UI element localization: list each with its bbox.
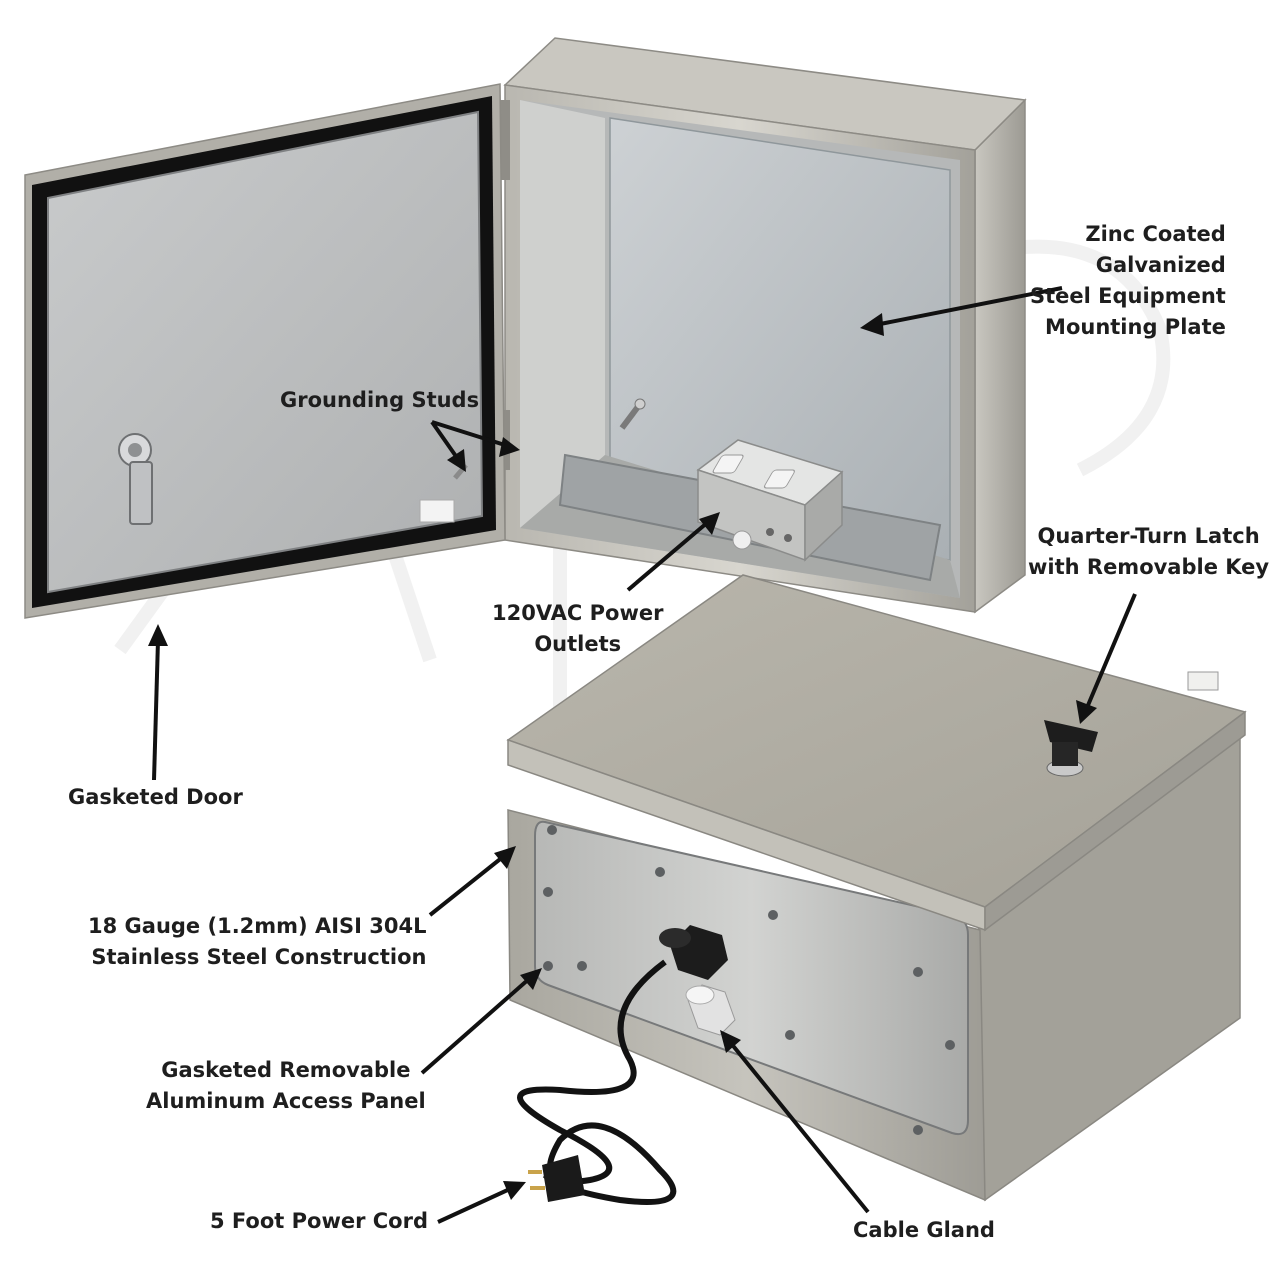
callout-arrows	[148, 286, 1137, 1224]
quarter-turn-key	[1044, 720, 1098, 777]
label-line: Outlets	[534, 632, 622, 656]
label-line: 18 Gauge (1.2mm) AISI 304L	[88, 914, 427, 938]
open-door	[24, 83, 506, 619]
access-panel	[534, 820, 969, 1136]
label-line: Quarter-Turn Latch	[1037, 524, 1260, 548]
label-grounding-studs: Grounding Studs	[280, 385, 479, 416]
label-line: Mounting Plate	[1045, 315, 1226, 339]
label-line: with Removable Key	[1028, 555, 1270, 579]
label-line: Cable Gland	[853, 1218, 995, 1242]
label-line: Stainless Steel Construction	[91, 945, 427, 969]
label-mounting-plate: Zinc Coated Galvanized Steel Equipment M…	[1030, 219, 1226, 343]
label-construction: 18 Gauge (1.2mm) AISI 304L Stainless Ste…	[88, 911, 426, 973]
label-line: 120VAC Power	[492, 601, 664, 625]
power-cord	[517, 959, 677, 1205]
grounding-stud-body	[619, 398, 646, 430]
label-line: Steel Equipment	[1030, 284, 1226, 308]
label-gasketed-door: Gasketed Door	[68, 782, 243, 813]
label-line: Gasketed Door	[68, 785, 243, 809]
open-enclosure	[498, 37, 1027, 683]
label-latch: Quarter-Turn Latch with Removable Key	[1028, 521, 1269, 583]
label-cable-gland: Cable Gland	[853, 1215, 995, 1246]
label-access-panel: Gasketed Removable Aluminum Access Panel	[146, 1055, 426, 1117]
cable-gland-black	[659, 925, 728, 980]
label-power-outlets: 120VAC Power Outlets	[492, 598, 663, 660]
label-line: Aluminum Access Panel	[146, 1089, 426, 1113]
closed-enclosure	[506, 574, 1247, 1205]
door-latch	[118, 433, 153, 525]
label-line: Grounding Studs	[280, 388, 480, 412]
label-line: Galvanized	[1095, 253, 1226, 277]
label-line: 5 Foot Power Cord	[210, 1209, 428, 1233]
label-line: Zinc Coated	[1085, 222, 1226, 246]
label-line: Gasketed Removable	[161, 1058, 411, 1082]
outlet-box	[696, 439, 844, 562]
cable-gland-white	[685, 984, 736, 1036]
label-power-cord: 5 Foot Power Cord	[210, 1206, 428, 1237]
power-plug	[528, 1155, 585, 1202]
